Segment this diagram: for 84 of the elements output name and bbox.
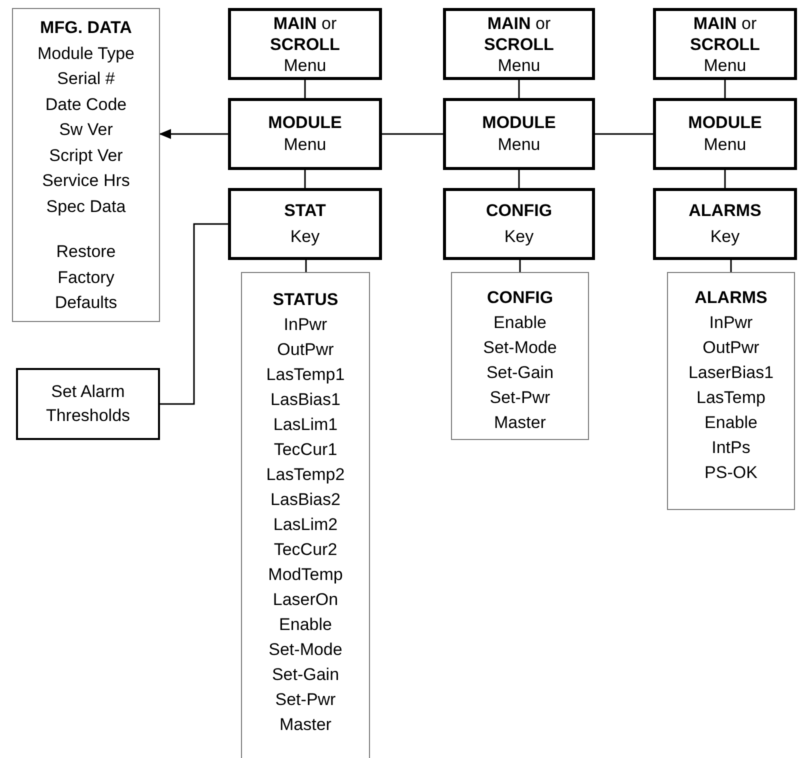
connector-line	[730, 260, 732, 272]
box-text: Set-Mode	[483, 337, 557, 359]
box-text: Spec Data	[46, 196, 126, 218]
parameter-list-box	[241, 272, 370, 758]
box-heading: MFG. DATA	[40, 17, 132, 39]
box-heading: STATUS	[272, 289, 338, 311]
connector-line	[724, 170, 726, 188]
box-heading: MODULE	[688, 112, 762, 134]
connector-line	[595, 133, 653, 135]
box-text: LaserOn	[272, 589, 338, 611]
action-box	[16, 368, 160, 440]
info-list-box	[12, 8, 160, 322]
box-text: LasTemp	[696, 387, 766, 409]
menu-box	[443, 98, 595, 170]
box-text: LasTemp1	[266, 364, 345, 386]
box-heading: MODULE	[482, 112, 556, 134]
connector-line	[304, 170, 306, 188]
key-box	[653, 188, 797, 260]
box-text: Enable	[704, 412, 758, 434]
box-heading: CONFIG	[486, 287, 554, 309]
key-box	[443, 188, 595, 260]
box-text: Service Hrs	[42, 170, 130, 192]
box-text: Master	[280, 714, 332, 736]
box-text: Serial #	[57, 68, 115, 90]
box-text: Set-Gain	[486, 362, 554, 384]
box-text: Enable	[279, 614, 332, 636]
box-text: Menu	[284, 134, 326, 156]
box-text: LaserBias1	[688, 362, 774, 384]
connector-line	[519, 260, 521, 272]
connector-line	[304, 80, 306, 98]
box-text: LasBias1	[270, 389, 340, 411]
box-heading: CONFIG	[486, 200, 552, 222]
connector-line	[305, 260, 307, 272]
box-text: Restore Factory Defaults	[54, 241, 118, 314]
key-box	[228, 188, 382, 260]
menu-box	[228, 8, 382, 80]
box-text: Set-Pwr	[275, 689, 336, 711]
menu-box	[653, 98, 797, 170]
box-text: LasLim2	[273, 514, 338, 536]
box-text: Set Alarm Thresholds	[44, 381, 132, 427]
box-heading: STAT	[284, 200, 326, 222]
box-text: Menu	[498, 134, 540, 156]
connector-line	[724, 80, 726, 98]
box-text: PS-OK	[704, 462, 758, 484]
box-text: OutPwr	[277, 339, 334, 361]
box-text: InPwr	[709, 312, 753, 334]
box-text: IntPs	[712, 437, 750, 459]
box-text: MAIN or SCROLL Menu	[483, 12, 555, 76]
parameter-list-box	[667, 272, 795, 510]
box-text: Module Type	[37, 42, 135, 64]
box-text: Set-Mode	[268, 639, 342, 661]
connector-line	[160, 223, 228, 405]
box-text: InPwr	[284, 314, 328, 336]
box-text: TecCur1	[274, 439, 338, 461]
box-text: Menu	[704, 134, 746, 156]
box-text: Key	[290, 226, 320, 248]
box-text: TecCur2	[274, 539, 338, 561]
box-text: LasBias2	[270, 489, 340, 511]
menu-box	[228, 98, 382, 170]
box-text: Date Code	[45, 94, 127, 116]
box-heading: ALARMS	[688, 200, 762, 222]
box-text: Enable	[494, 312, 546, 334]
box-heading: ALARMS	[694, 287, 768, 309]
box-text: LasTemp2	[266, 464, 345, 486]
connector-line	[518, 170, 520, 188]
box-text: OutPwr	[702, 337, 760, 359]
box-text: Set-Gain	[272, 664, 340, 686]
connector-line	[518, 80, 520, 98]
box-text: MAIN or SCROLL Menu	[689, 12, 761, 76]
box-text: MAIN or SCROLL Menu	[269, 12, 341, 76]
box-text: ModTemp	[268, 564, 343, 586]
box-heading: MODULE	[268, 112, 342, 134]
box-text: Key	[710, 226, 740, 248]
box-text: Sw Ver	[59, 119, 113, 141]
box-text: Master	[494, 412, 546, 434]
box-text: Key	[504, 226, 534, 248]
menu-box	[443, 8, 595, 80]
parameter-list-box	[451, 272, 589, 440]
connector-line	[382, 133, 443, 135]
box-text: LasLim1	[273, 414, 338, 436]
box-text: Script Ver	[49, 144, 123, 166]
arrow	[159, 129, 228, 139]
box-text: Set-Pwr	[490, 387, 550, 409]
menu-box	[653, 8, 797, 80]
